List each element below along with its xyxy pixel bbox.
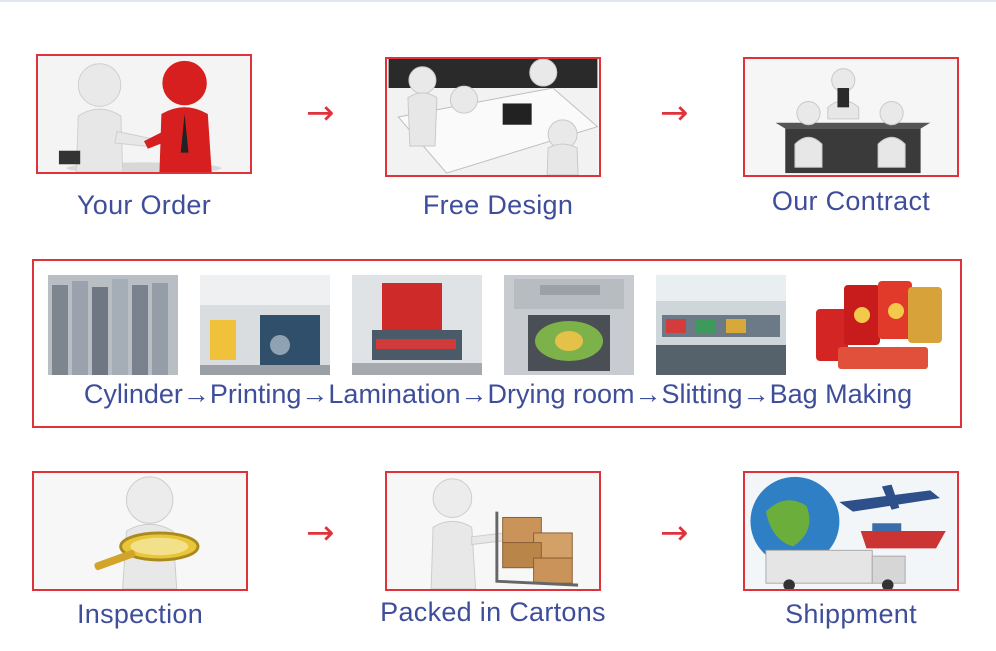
- contract-signing-illustration: [746, 59, 956, 175]
- shipment-label: Shippment: [785, 599, 917, 629]
- packed-cartons-label: Packed in Cartons: [380, 597, 606, 627]
- slitting-image: [656, 275, 786, 375]
- bag-making-image: [808, 275, 948, 375]
- our-contract-label: Our Contract: [771, 186, 931, 216]
- drying-room-photo: [504, 275, 634, 375]
- printing-image: [200, 275, 330, 375]
- lamination-image: [352, 275, 482, 375]
- design-team-illustration: [388, 59, 599, 175]
- arrow-icon: →: [660, 513, 689, 553]
- free-design-label: Free Design: [422, 190, 574, 220]
- drying-room-image: [504, 275, 634, 375]
- production-process-panel: Cylinder→Printing→Lamination→Drying room…: [32, 259, 962, 428]
- handshake-illustration: [39, 56, 249, 172]
- process-flow-text: Cylinder→Printing→Lamination→Drying room…: [83, 379, 913, 409]
- cylinder-image: [48, 275, 178, 375]
- lamination-photo: [352, 275, 482, 375]
- inspection-label: Inspection: [76, 599, 204, 629]
- free-design-image: [385, 57, 601, 177]
- arrow-icon: →: [306, 93, 335, 133]
- bag-making-photo: [808, 275, 948, 375]
- shipment-image: [743, 471, 959, 591]
- your-order-image: [36, 54, 252, 174]
- your-order-label: Your Order: [76, 190, 212, 220]
- arrow-icon: →: [660, 93, 689, 133]
- cylinder-photo: [48, 275, 178, 375]
- top-divider: [0, 0, 996, 2]
- packed-cartons-image: [385, 471, 601, 591]
- slitting-photo: [656, 275, 786, 375]
- printing-photo: [200, 275, 330, 375]
- our-contract-image: [743, 57, 959, 177]
- magnifier-inspection-illustration: [35, 473, 245, 589]
- cartons-trolley-illustration: [388, 473, 598, 589]
- inspection-image: [32, 471, 248, 591]
- arrow-icon: →: [306, 513, 335, 553]
- shipping-globe-illustration: [746, 473, 956, 589]
